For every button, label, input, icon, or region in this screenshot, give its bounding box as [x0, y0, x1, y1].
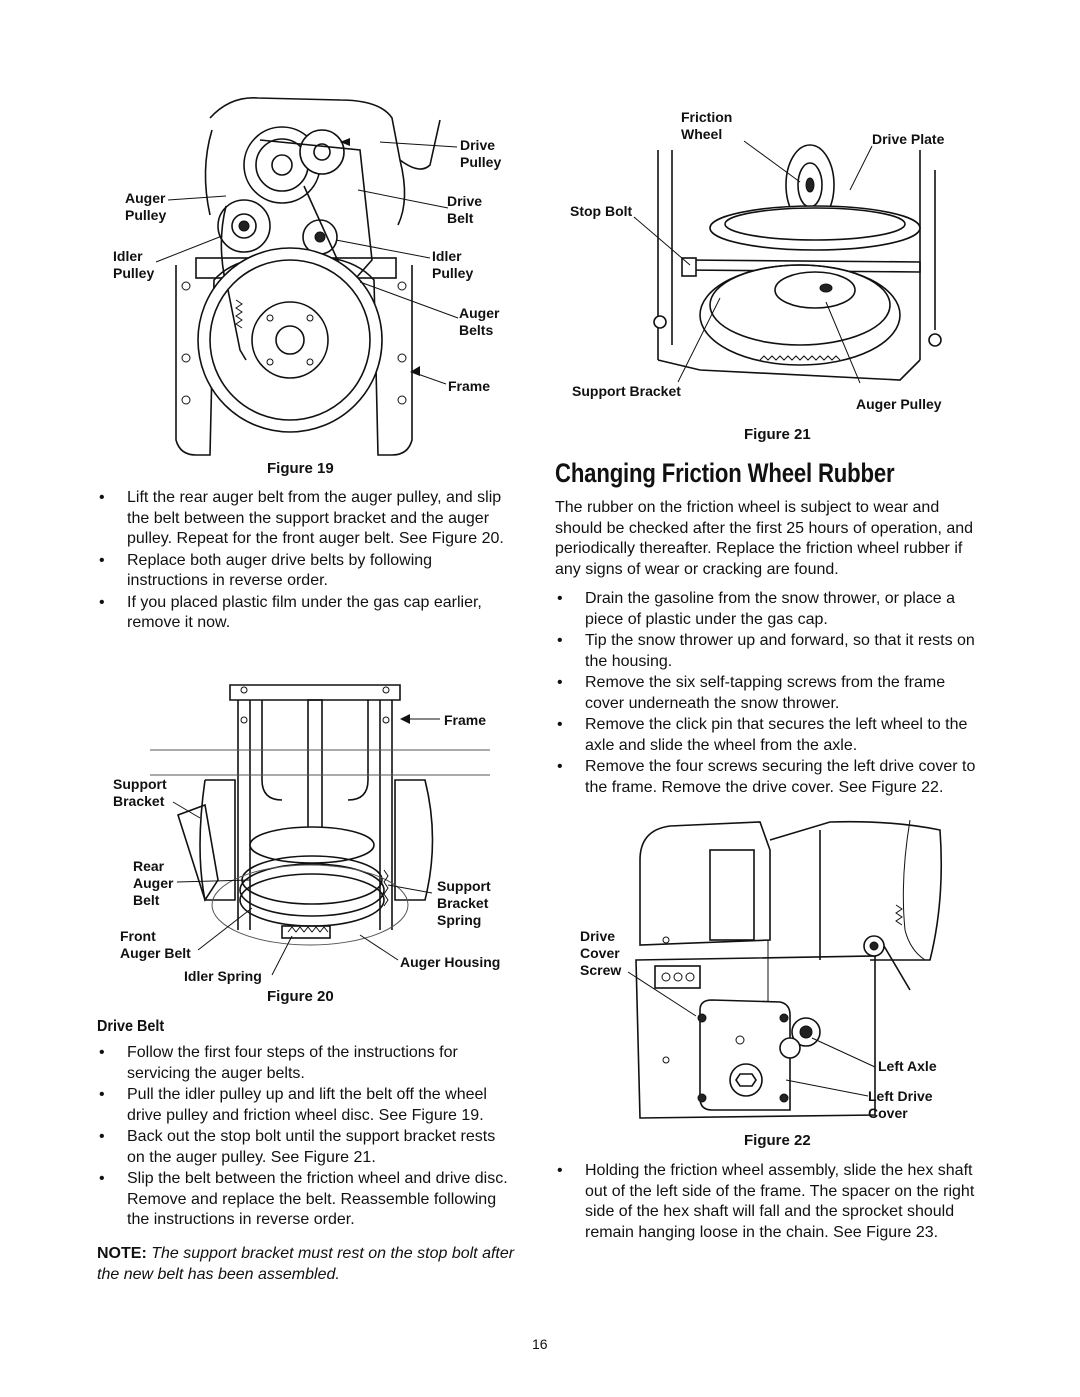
note-label: NOTE:	[97, 1245, 147, 1262]
label-auger-pulley: Auger Pulley	[125, 190, 167, 223]
label-friction-wheel: Friction Wheel	[681, 109, 733, 142]
figure-21-caption: Figure 21	[744, 426, 811, 443]
list-item: Slip the belt between the friction wheel…	[97, 1169, 517, 1231]
list-item: Back out the stop bolt until the support…	[97, 1127, 517, 1168]
figure-22-caption: Figure 22	[744, 1132, 811, 1149]
note-paragraph: NOTE: The support bracket must rest on t…	[97, 1244, 527, 1285]
label-support-bracket-spring: Support Bracket Spring	[437, 878, 491, 928]
figure-20-caption: Figure 20	[267, 988, 334, 1005]
label-rear-auger-belt: Rear Auger Belt	[133, 858, 174, 908]
drive-belt-steps: Follow the first four steps of the instr…	[97, 1043, 517, 1232]
friction-wheel-heading: Changing Friction Wheel Rubber	[555, 458, 895, 488]
label-frame: Frame	[448, 378, 491, 394]
list-item: If you placed plastic film under the gas…	[97, 593, 517, 634]
label-auger-pulley: Auger Pulley	[856, 396, 942, 412]
label-auger-housing: Auger Housing	[400, 954, 501, 970]
label-auger-belts: Auger Belts	[459, 305, 500, 338]
list-item: Pull the idler pulley up and lift the be…	[97, 1085, 517, 1126]
list-item: Remove the click pin that secures the le…	[555, 715, 985, 756]
list-item: Remove the four screws securing the left…	[555, 757, 985, 798]
label-drive-cover-screw: Drive Cover Screw	[580, 928, 622, 978]
label-front-auger-belt: Front Auger Belt	[120, 928, 191, 961]
list-item: Tip the snow thrower up and forward, so …	[555, 631, 985, 672]
list-item: Follow the first four steps of the instr…	[97, 1043, 517, 1084]
friction-intro: The rubber on the friction wheel is subj…	[555, 499, 974, 578]
auger-belt-steps: Lift the rear auger belt from the auger …	[97, 488, 517, 635]
list-item: Lift the rear auger belt from the auger …	[97, 488, 517, 550]
label-left-drive-cover: Left Drive Cover	[868, 1088, 933, 1121]
label-drive-belt: Drive Belt	[447, 193, 483, 226]
label-idler-spring: Idler Spring	[184, 968, 262, 984]
list-item: Replace both auger drive belts by follow…	[97, 551, 517, 592]
label-idler-pulley-left: Idler Pulley	[113, 248, 155, 281]
note-text: The support bracket must rest on the sto…	[97, 1245, 515, 1283]
label-idler-pulley-right: Idler Pulley	[432, 248, 474, 281]
label-drive-pulley: Drive Pulley	[460, 137, 502, 170]
hex-shaft-steps: Holding the friction wheel assembly, sli…	[555, 1161, 985, 1244]
page-number: 16	[532, 1336, 548, 1352]
list-item: Remove the six self-tapping screws from …	[555, 673, 985, 714]
figure-19-caption: Figure 19	[267, 460, 334, 477]
label-support-bracket: Support Bracket	[113, 776, 167, 809]
list-item: Drain the gasoline from the snow thrower…	[555, 589, 985, 630]
list-item: Holding the friction wheel assembly, sli…	[555, 1161, 985, 1243]
label-drive-plate: Drive Plate	[872, 131, 945, 147]
friction-steps: Drain the gasoline from the snow thrower…	[555, 589, 985, 799]
label-frame: Frame	[444, 712, 487, 728]
label-stop-bolt: Stop Bolt	[570, 203, 633, 219]
label-support-bracket: Support Bracket	[572, 383, 681, 399]
label-left-axle: Left Axle	[878, 1058, 937, 1074]
drive-belt-heading: Drive Belt	[97, 1018, 165, 1035]
